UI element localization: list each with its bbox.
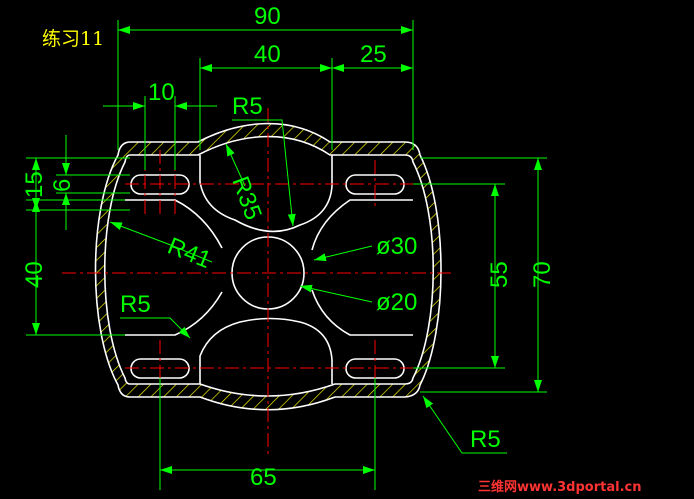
dim-offset-25: 25	[360, 41, 387, 68]
dim-diameter-20: ø20	[376, 289, 417, 316]
drawing-title: 练习11	[42, 28, 104, 50]
dim-height-40: 40	[21, 261, 48, 288]
dim-radius-r35: R35	[226, 173, 266, 224]
dim-radius-r5-left: R5	[120, 291, 151, 318]
hatched-wall	[94, 122, 442, 411]
dim-width-40: 40	[254, 41, 281, 68]
watermark: 三维网www.3dportal.cn	[478, 479, 641, 495]
dim-height-55: 55	[486, 261, 513, 288]
dim-radius-r5-top: R5	[232, 93, 263, 120]
dimension-lines	[26, 20, 547, 490]
dim-width-90: 90	[254, 3, 281, 30]
dim-diameter-30: ø30	[376, 233, 417, 260]
center-lines	[62, 108, 455, 455]
dim-height-70: 70	[529, 261, 556, 288]
dim-radius-r41: R41	[164, 233, 215, 275]
dim-width-10: 10	[148, 79, 175, 106]
inner-cutout	[125, 155, 413, 384]
dim-radius-r5-bottom: R5	[470, 426, 501, 453]
dim-height-15: 15	[21, 171, 48, 198]
dim-width-65: 65	[250, 464, 277, 491]
dim-height-6: 6	[49, 179, 76, 192]
